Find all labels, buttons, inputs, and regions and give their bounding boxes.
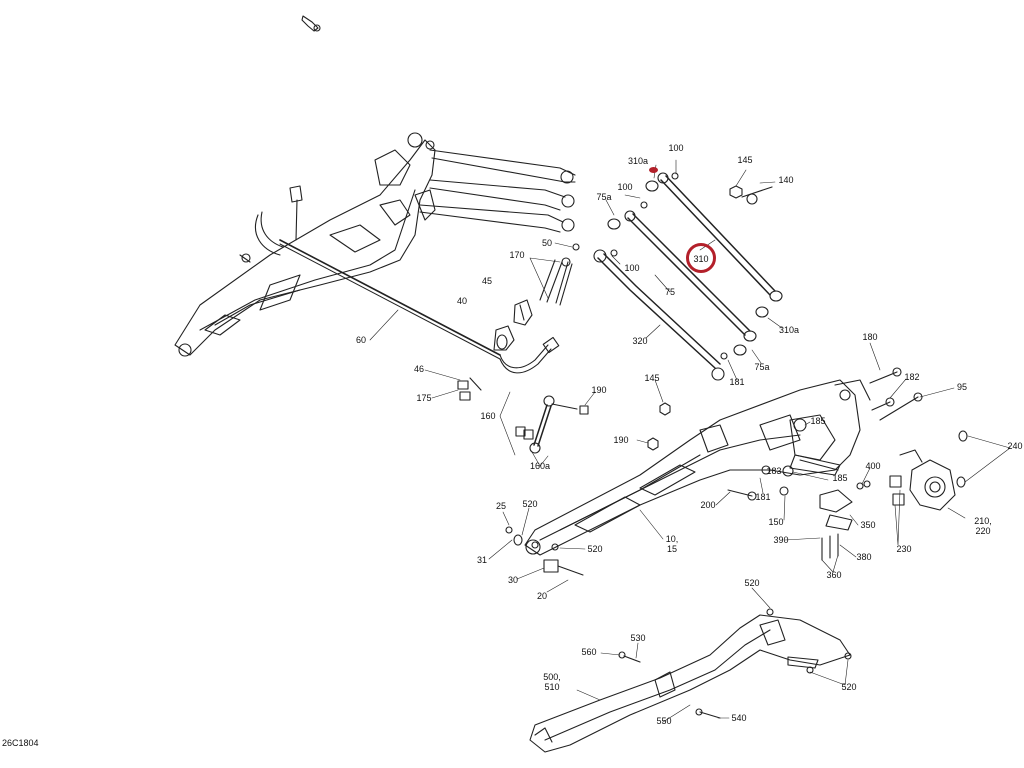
callout-46[interactable]: 46 (413, 364, 425, 374)
callout-45[interactable]: 45 (481, 276, 493, 286)
small-parts-183-185 (761, 418, 807, 496)
nut-145-mid (659, 402, 671, 416)
callout-210-220[interactable]: 210, 220 (974, 516, 992, 536)
bolt-icon (301, 15, 321, 32)
link-160 (515, 395, 589, 454)
callout-350[interactable]: 350 (860, 520, 876, 530)
nut-50 (572, 243, 580, 251)
callout-75[interactable]: 75 (664, 287, 676, 297)
callout-182[interactable]: 182 (904, 372, 920, 382)
callout-100[interactable]: 100 (668, 143, 684, 153)
main-frame-10-15 (524, 379, 871, 556)
callout-185[interactable]: 185 (810, 416, 826, 426)
callout-380[interactable]: 380 (856, 552, 872, 562)
callout-540[interactable]: 540 (731, 713, 747, 723)
callout-75a[interactable]: 75a (754, 362, 770, 372)
callout-100[interactable]: 100 (624, 263, 640, 273)
callout-190[interactable]: 190 (613, 435, 629, 445)
callout-240[interactable]: 240 (1007, 441, 1023, 451)
callout-140[interactable]: 140 (778, 175, 794, 185)
callout-75a[interactable]: 75a (596, 192, 612, 202)
callout-160[interactable]: 160 (480, 411, 496, 421)
callout-310a[interactable]: 310a (627, 156, 649, 166)
arm-75 (607, 210, 757, 360)
callout-60[interactable]: 60 (355, 335, 367, 345)
callout-180[interactable]: 180 (862, 332, 878, 342)
callout-170[interactable]: 170 (509, 250, 525, 260)
callout-181[interactable]: 181 (729, 377, 745, 387)
callout-550[interactable]: 550 (656, 716, 672, 726)
callout-530[interactable]: 530 (630, 633, 646, 643)
bolt-540 (695, 708, 721, 719)
bolt-180 (869, 367, 902, 384)
callout-100[interactable]: 100 (617, 182, 633, 192)
upper-frame-assembly (174, 132, 576, 374)
arm-320 (593, 249, 725, 381)
callout-175[interactable]: 175 (416, 393, 432, 403)
arm-310 (640, 172, 783, 318)
highlight-circle-310[interactable] (686, 243, 716, 273)
callout-560[interactable]: 560 (581, 647, 597, 657)
callout-310[interactable]: 310 (693, 254, 709, 264)
bolt-182 (871, 397, 895, 411)
callout-185[interactable]: 185 (832, 473, 848, 483)
callout-360[interactable]: 360 (826, 570, 842, 580)
callout-520[interactable]: 520 (522, 499, 538, 509)
callout-145[interactable]: 145 (644, 373, 660, 383)
highlight-dot-310a (649, 167, 658, 173)
callout-40[interactable]: 40 (456, 296, 468, 306)
nut-190-lower (647, 437, 659, 451)
callout-20[interactable]: 20 (536, 591, 548, 601)
callout-95[interactable]: 95 (956, 382, 968, 392)
bracket-350 (819, 489, 853, 531)
bushing-40 (493, 325, 515, 351)
callout-31[interactable]: 31 (476, 555, 488, 565)
callout-181[interactable]: 181 (755, 492, 771, 502)
bolt-95 (879, 392, 923, 421)
bracket-45 (513, 299, 533, 326)
callout-145[interactable]: 145 (737, 155, 753, 165)
callout-10-15[interactable]: 10, 15 (665, 534, 679, 554)
lower-rail-500-510 (529, 608, 852, 753)
bolts-170 (539, 257, 573, 306)
bushings-230 (889, 475, 905, 506)
callout-320[interactable]: 320 (632, 336, 648, 346)
diagram-code: 26C1804 (2, 738, 39, 748)
callout-190[interactable]: 190 (591, 385, 607, 395)
callout-200[interactable]: 200 (700, 500, 716, 510)
nuts-400 (856, 480, 871, 490)
leader-lines (369, 159, 1011, 723)
callout-520[interactable]: 520 (587, 544, 603, 554)
callout-150[interactable]: 150 (768, 517, 784, 527)
callout-230[interactable]: 230 (896, 544, 912, 554)
callout-30[interactable]: 30 (507, 575, 519, 585)
callout-400[interactable]: 400 (865, 461, 881, 471)
bolt-200 (727, 489, 757, 501)
bolt-140 (741, 186, 773, 205)
bolts-360 (821, 533, 839, 561)
bushings-175 (457, 377, 482, 401)
seal-ring-240 (956, 430, 968, 488)
callout-500-510[interactable]: 500, 510 (543, 672, 561, 692)
callout-520[interactable]: 520 (841, 682, 857, 692)
lower-left-parts (505, 526, 584, 576)
callout-25[interactable]: 25 (495, 501, 507, 511)
callout-183[interactable]: 183 (766, 466, 782, 476)
callout-310a[interactable]: 310a (778, 325, 800, 335)
callout-160a[interactable]: 160a (529, 461, 551, 471)
knuckle-210-220 (899, 449, 956, 511)
callout-390[interactable]: 390 (773, 535, 789, 545)
callout-50[interactable]: 50 (541, 238, 553, 248)
callout-520[interactable]: 520 (744, 578, 760, 588)
nut-145-top (729, 185, 743, 199)
